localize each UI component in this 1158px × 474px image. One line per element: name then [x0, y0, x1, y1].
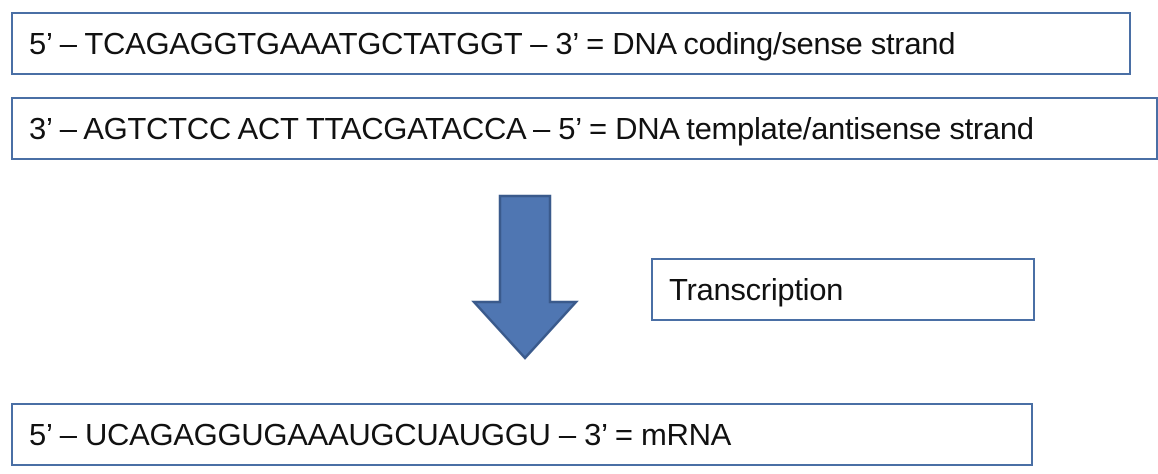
transcription-label-box: Transcription [651, 258, 1035, 321]
down-arrow-shape [471, 194, 579, 360]
mrna-text: 5’ – UCAGAGGUGAAAUGCUAUGGU – 3’ = mRNA [29, 416, 732, 452]
down-arrow-icon [471, 194, 579, 360]
coding-strand-text: 5’ – TCAGAGGTGAAATGCTATGGT – 3’ = DNA co… [29, 25, 956, 61]
template-strand-text: 3’ – AGTCTCC ACT TTACGATACCA – 5’ = DNA … [29, 110, 1034, 146]
mrna-box: 5’ – UCAGAGGUGAAAUGCUAUGGU – 3’ = mRNA [11, 403, 1033, 466]
coding-strand-box: 5’ – TCAGAGGTGAAATGCTATGGT – 3’ = DNA co… [11, 12, 1131, 75]
transcription-label: Transcription [669, 271, 844, 307]
template-strand-box: 3’ – AGTCTCC ACT TTACGATACCA – 5’ = DNA … [11, 97, 1158, 160]
